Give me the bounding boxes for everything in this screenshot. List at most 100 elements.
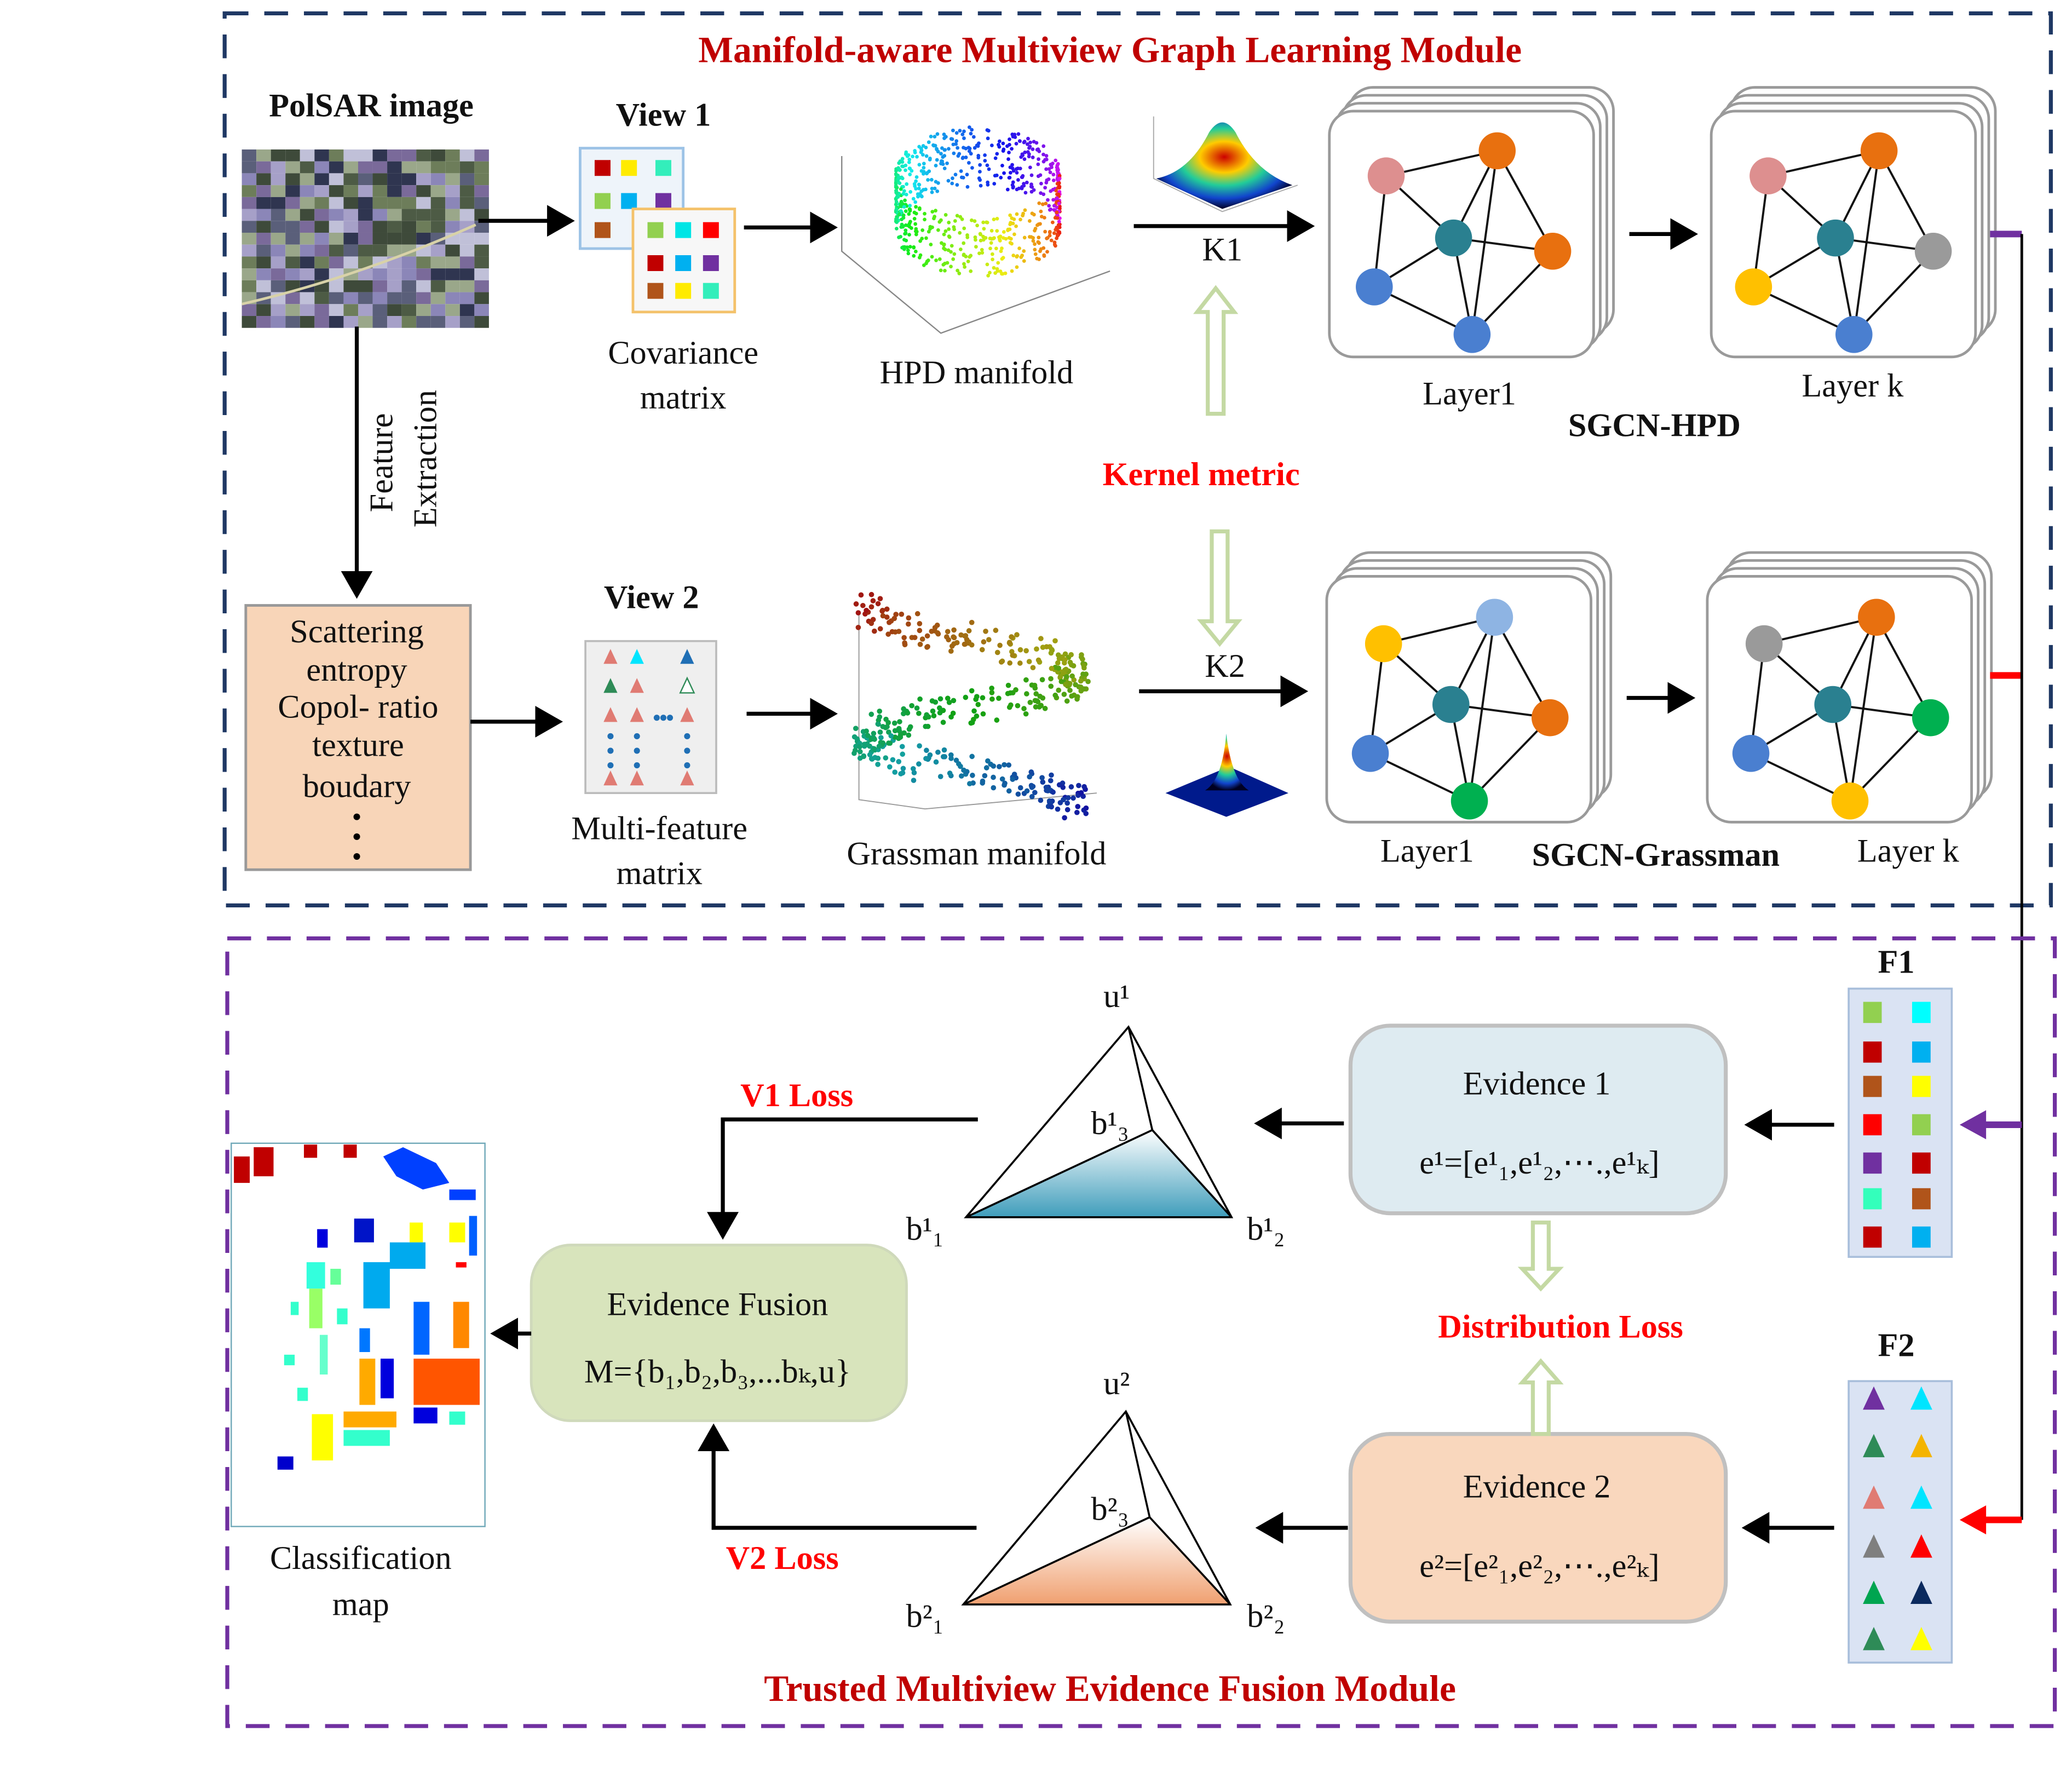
polsar-pixel [372, 161, 388, 174]
polsar-label: PolSAR image [269, 88, 474, 124]
graph-node [1831, 782, 1869, 820]
hpd-point [1016, 178, 1020, 182]
polsar-pixel [300, 221, 315, 233]
grassman-point [1064, 674, 1069, 680]
hpd-point [1041, 192, 1046, 197]
hpd-point [1041, 144, 1046, 148]
grassman-point [1052, 692, 1058, 698]
polsar-pixel [372, 197, 388, 209]
polsar-pixel [300, 304, 315, 317]
hpd-point [1039, 209, 1043, 214]
hpd-point [1044, 167, 1048, 171]
grassman-point [1021, 706, 1027, 711]
hpd-point [1045, 250, 1049, 254]
grassman-point [891, 616, 897, 622]
grassman-manifold-plot [851, 591, 1097, 821]
polsar-pixel [241, 232, 257, 245]
grassman-point [896, 629, 902, 634]
polsar-pixel [270, 280, 286, 292]
grassman-point [1017, 785, 1023, 791]
hpd-point [1001, 141, 1005, 146]
hpd-point [1023, 191, 1028, 195]
feature-triangle [630, 770, 644, 786]
top-module-title: Manifold-aware Multiview Graph Learning … [698, 30, 1522, 71]
grassman-point [986, 637, 992, 642]
hpd-point [906, 153, 911, 157]
polsar-pixel [358, 244, 373, 257]
polsar-pixel [416, 149, 431, 162]
hpd-point [918, 192, 922, 196]
hpd-point [897, 175, 901, 180]
hpd-point [1029, 173, 1034, 177]
grassman-layer1-label: Layer1 [1380, 833, 1474, 870]
grassman-point [935, 749, 941, 755]
grassman-point [857, 749, 863, 755]
polsar-pixel [416, 197, 431, 209]
hpd-point [946, 248, 951, 252]
polsar-pixel [329, 197, 344, 209]
hpd-point [995, 229, 999, 233]
polsar-pixel [343, 209, 358, 221]
hpd-point [1050, 165, 1054, 169]
hpd-point [943, 148, 947, 152]
hpd-point [1040, 202, 1045, 206]
feature-dot [660, 715, 667, 721]
hpd-point [979, 183, 983, 188]
polsar-pixel [270, 316, 286, 328]
grassman-point [999, 776, 1005, 782]
graph-edge [1768, 149, 1880, 177]
simplex1-icon [964, 1025, 1234, 1218]
graph-node [1453, 316, 1491, 353]
grassman-point [1060, 785, 1066, 790]
simplex1-b3-label: b¹₃ [1091, 1105, 1129, 1142]
grassman-point [1032, 790, 1038, 796]
graph-edge [1383, 616, 1495, 645]
feature-dot [634, 733, 640, 739]
hpd-point [911, 197, 916, 201]
evidence2-formula: e²=[e²₁,e²₂,⋯.,e²ₖ] [1419, 1548, 1659, 1584]
hpd-point [1044, 202, 1048, 206]
f2-feature-triangle [1910, 1626, 1932, 1650]
polsar-pixel [459, 280, 475, 292]
polsar-pixel [474, 185, 489, 197]
grassman-point [1005, 682, 1011, 688]
polsar-pixel [474, 244, 489, 257]
hpd-point [1023, 150, 1027, 154]
polsar-pixel [445, 244, 460, 257]
simplex2-b1-label: b²₁ [906, 1598, 944, 1635]
f1-feature-square [1912, 1226, 1931, 1248]
hpd-point [930, 210, 935, 214]
hpd-point [1026, 136, 1030, 141]
grassman-point [981, 639, 987, 645]
polsar-pixel [401, 292, 417, 304]
feature-dot [607, 747, 614, 754]
feature-triangle [680, 649, 694, 664]
hpd-point [981, 220, 986, 225]
polsar-pixel [270, 209, 286, 221]
polsar-pixel [329, 256, 344, 269]
polsar-pixel [387, 280, 402, 292]
hpd-point [1015, 171, 1019, 175]
grassman-point [969, 754, 975, 760]
hpd-point [993, 271, 998, 275]
grassman-point [1049, 665, 1055, 671]
polsar-pixel [358, 173, 373, 186]
polsar-pixel [314, 197, 329, 209]
polsar-pixel [430, 173, 446, 186]
polsar-pixel [401, 304, 417, 317]
hpd-point [980, 248, 984, 252]
hpd-point [1007, 176, 1011, 180]
feature-triangle [603, 770, 618, 786]
feature-dot [653, 715, 660, 721]
f2-feature-triangle [1863, 1626, 1885, 1650]
hpd-point [933, 215, 937, 218]
grassman-point [858, 592, 864, 598]
polsar-pixel [256, 256, 271, 269]
graph-edge [1469, 717, 1551, 802]
polsar-pixel [343, 197, 358, 209]
grassman-point [1055, 806, 1061, 812]
grassman-point [917, 743, 922, 749]
hpd-point [901, 185, 905, 189]
polsar-pixel [314, 173, 329, 186]
grassman-point [1037, 704, 1042, 710]
